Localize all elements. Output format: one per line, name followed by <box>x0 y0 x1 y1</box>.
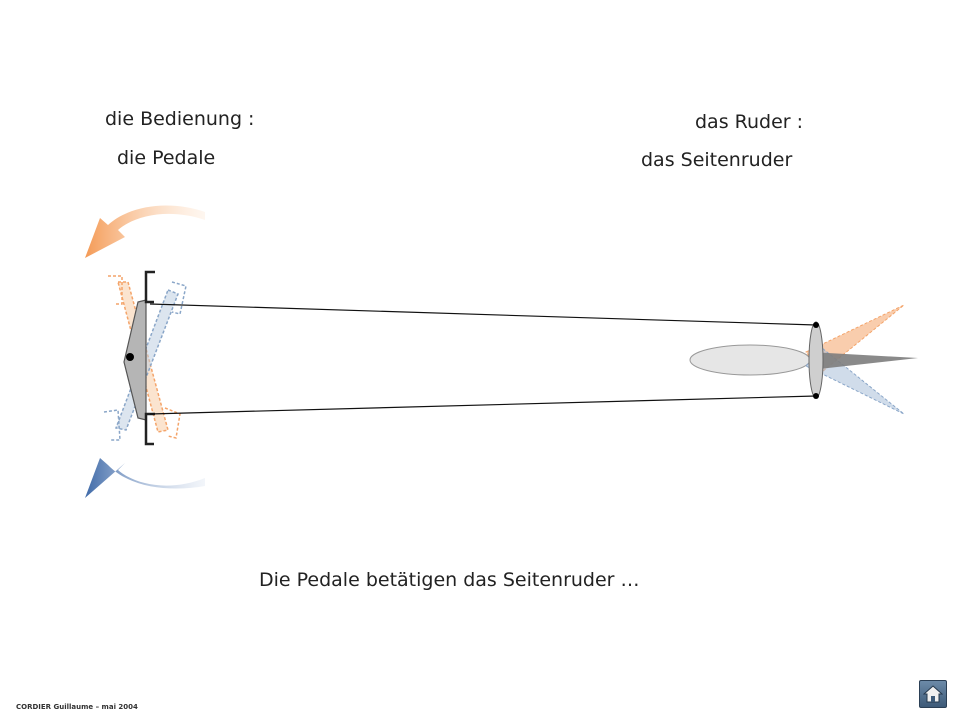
author-credit: CORDIER Guillaume – mai 2004 <box>16 703 138 711</box>
rudder-name: das Seitenruder <box>641 149 793 171</box>
horn-pin-bottom <box>813 393 819 399</box>
pedal-pivot <box>126 353 134 361</box>
control-cable-bottom <box>149 395 817 415</box>
rudder <box>810 352 918 370</box>
fuselage <box>689 344 811 376</box>
control-cable-top <box>149 303 817 326</box>
horn-pin-top <box>813 322 819 328</box>
diagram-caption: Die Pedale betätigen das Seitenruder … <box>259 569 640 591</box>
home-button[interactable] <box>919 680 947 708</box>
left-turn-arrow-orange <box>85 205 205 258</box>
home-icon <box>923 685 943 703</box>
rudder-heading: das Ruder : <box>695 111 804 133</box>
rudder-horn <box>808 321 824 399</box>
right-turn-arrow-blue <box>85 458 205 498</box>
control-name: die Pedale <box>117 147 216 169</box>
control-heading: die Bedienung : <box>105 108 255 130</box>
pedal-top <box>144 270 155 304</box>
